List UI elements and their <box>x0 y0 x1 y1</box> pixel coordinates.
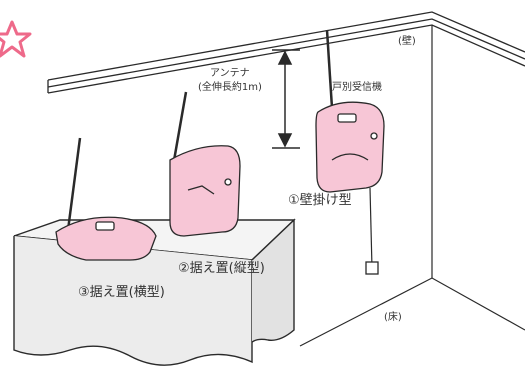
antenna-length-label: (全伸長約1m) <box>198 82 262 93</box>
stand-vertical-label: ②据え置(縦型) <box>178 261 265 276</box>
wall-mount-label: ①壁掛け型 <box>288 193 352 208</box>
ceiling-molding <box>47 11 525 94</box>
stand-horizontal-label: ③据え置(横型) <box>78 285 165 300</box>
star-icon <box>0 20 32 58</box>
floor-label: (床) <box>384 312 402 323</box>
receiver-label: 戸別受信機 <box>332 82 382 93</box>
wall-label: (壁) <box>398 36 416 47</box>
antenna-label: アンテナ <box>210 68 250 79</box>
double-arrow-icon <box>272 49 300 149</box>
vertical-stand-receiver <box>169 91 241 237</box>
room-lines <box>299 25 525 347</box>
horizontal-stand-receiver <box>55 137 157 261</box>
wall-mount-receiver <box>315 29 385 275</box>
